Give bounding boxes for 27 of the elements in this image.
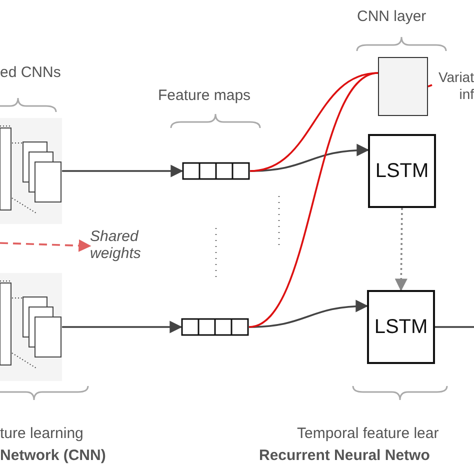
connector-line xyxy=(250,72,378,172)
lstm-label: LSTM xyxy=(374,316,428,338)
arrow xyxy=(62,164,184,178)
feature-map-bar xyxy=(181,318,249,336)
section-title: Recurrent Neural Netwo xyxy=(259,447,430,464)
cnn-layers-drawing xyxy=(0,118,62,224)
caption-text: ed CNNs xyxy=(0,64,61,81)
annotation-text: Variat inf xyxy=(432,69,474,103)
arrow xyxy=(248,300,368,328)
lstm-label: LSTM xyxy=(375,160,429,182)
lstm-box xyxy=(367,290,435,364)
lstm-box xyxy=(368,134,436,208)
connector-line xyxy=(428,84,432,88)
arrow xyxy=(0,239,92,252)
arrow xyxy=(394,208,408,292)
caption-text: CNN layer xyxy=(357,8,426,25)
connector-line xyxy=(435,326,474,328)
cnn-layers-drawing xyxy=(0,273,62,381)
annotation-text: Shared weights xyxy=(90,228,162,264)
arrow xyxy=(62,320,182,334)
cnn-layer-box xyxy=(378,57,428,116)
caption-text: ture learning xyxy=(0,425,84,442)
caption-text: Temporal feature lear xyxy=(297,425,439,442)
section-title: Network (CNN) xyxy=(0,447,106,464)
connector-line xyxy=(248,72,378,328)
feature-map-bar xyxy=(182,162,250,180)
caption-text: Feature maps xyxy=(158,87,251,104)
